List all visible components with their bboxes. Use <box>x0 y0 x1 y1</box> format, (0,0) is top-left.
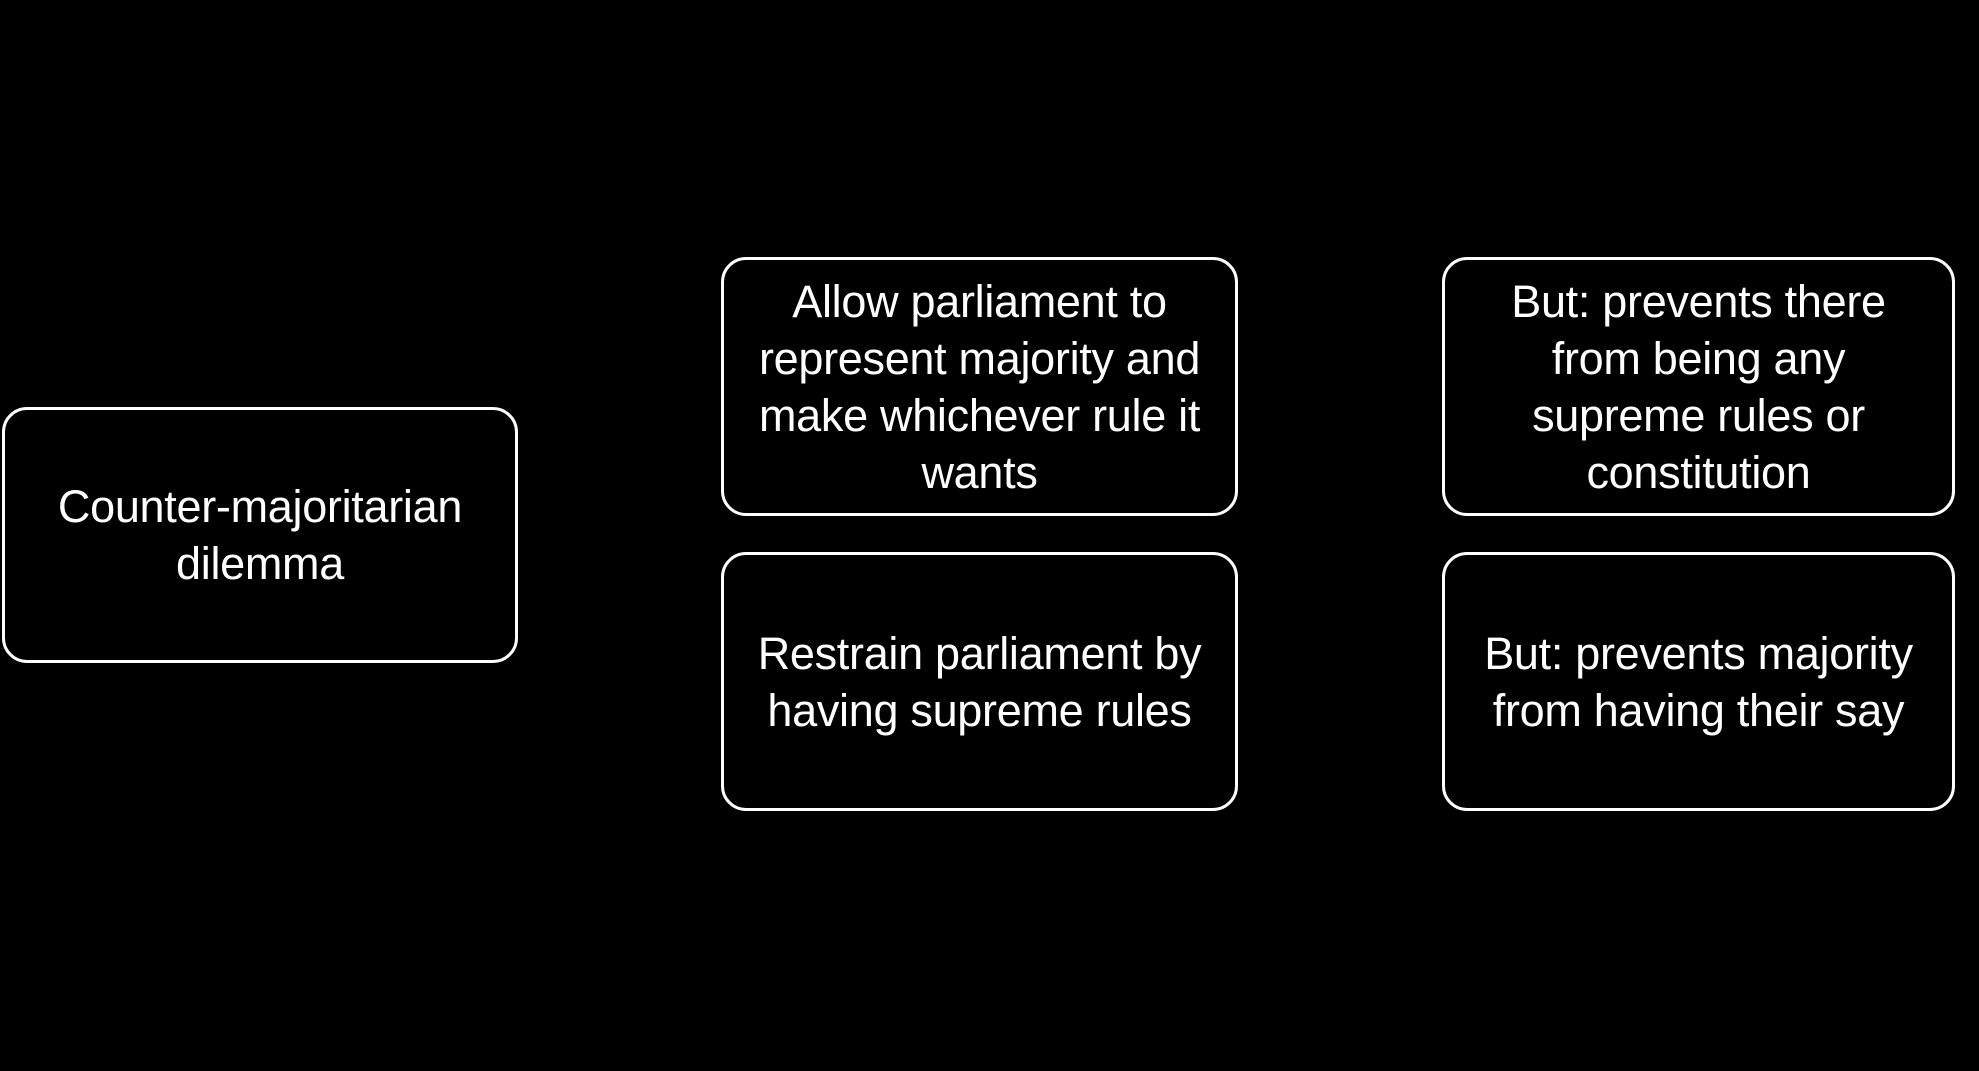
node-objection-no-supreme-rules: But: prevents there from being any supre… <box>1442 257 1955 516</box>
node-objection-majority-no-say: But: prevents majority from having their… <box>1442 552 1955 811</box>
node-option-restrain-parliament: Restrain parliament by having supreme ru… <box>721 552 1238 811</box>
node-counter-majoritarian-dilemma: Counter-majoritarian dilemma <box>2 407 518 663</box>
node-label-option-allow: Allow parliament to represent majority a… <box>758 275 1201 498</box>
node-label-objection-supreme: But: prevents there from being any supre… <box>1511 275 1886 498</box>
node-label-option-restrain: Restrain parliament by having supreme ru… <box>757 627 1202 736</box>
node-label-dilemma: Counter-majoritarian dilemma <box>57 481 463 589</box>
node-option-allow-parliament: Allow parliament to represent majority a… <box>721 257 1238 516</box>
node-label-objection-majority: But: prevents majority from having their… <box>1484 627 1913 736</box>
